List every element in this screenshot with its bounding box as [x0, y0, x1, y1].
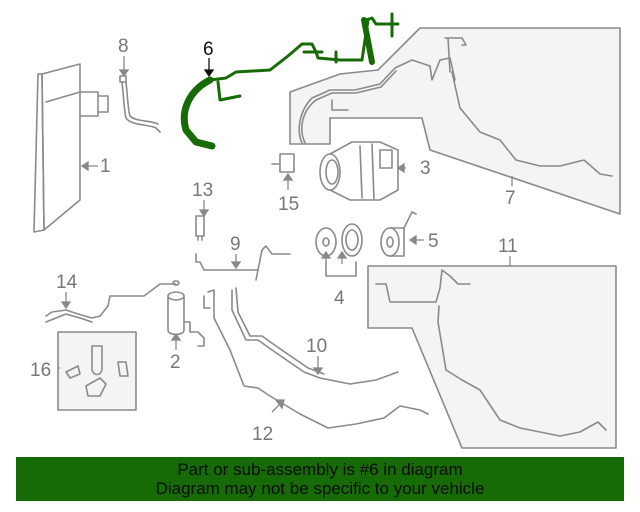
part-14-hose[interactable]: [45, 280, 180, 323]
callout-3[interactable]: 3: [420, 158, 431, 179]
callout-1[interactable]: 1: [100, 156, 111, 177]
callout-12[interactable]: 12: [252, 424, 273, 445]
callout-2[interactable]: 2: [170, 352, 181, 373]
callout-7[interactable]: 7: [505, 188, 516, 209]
part-13-switch[interactable]: [195, 215, 205, 241]
part-6-ac-discharge-hose[interactable]: [180, 12, 400, 150]
callout-5[interactable]: 5: [428, 231, 439, 252]
banner-line-part: Part or sub-assembly is #6 in diagram: [177, 460, 463, 479]
part-15-sensor[interactable]: [271, 153, 295, 173]
part-3-compressor[interactable]: [319, 141, 399, 201]
part-10-line[interactable]: [231, 287, 399, 385]
callout-10[interactable]: 10: [306, 336, 327, 357]
callout-16[interactable]: 16: [30, 360, 51, 381]
part-12-line[interactable]: [203, 289, 429, 429]
part-7-hose-assembly[interactable]: [289, 27, 621, 215]
part-info-banner: Part or sub-assembly is #6 in diagram Di…: [16, 457, 624, 501]
callout-9[interactable]: 9: [230, 234, 241, 255]
part-4-clutch[interactable]: [315, 223, 363, 277]
callout-13[interactable]: 13: [192, 180, 213, 201]
callout-15[interactable]: 15: [278, 194, 299, 215]
part-8-hose[interactable]: [119, 75, 161, 133]
part-11-hose-assembly[interactable]: [367, 265, 617, 449]
callout-4[interactable]: 4: [334, 288, 345, 309]
callout-6[interactable]: 6: [203, 39, 214, 60]
banner-line-disclaimer: Diagram may not be specific to your vehi…: [155, 479, 485, 498]
callout-11[interactable]: 11: [498, 236, 518, 257]
callout-14[interactable]: 14: [56, 272, 78, 293]
part-16-kit[interactable]: [57, 331, 137, 411]
part-9-hose[interactable]: [195, 245, 291, 281]
part-1-condenser[interactable]: [33, 63, 109, 233]
callout-8[interactable]: 8: [118, 36, 129, 57]
part-5-coil[interactable]: [380, 211, 417, 257]
